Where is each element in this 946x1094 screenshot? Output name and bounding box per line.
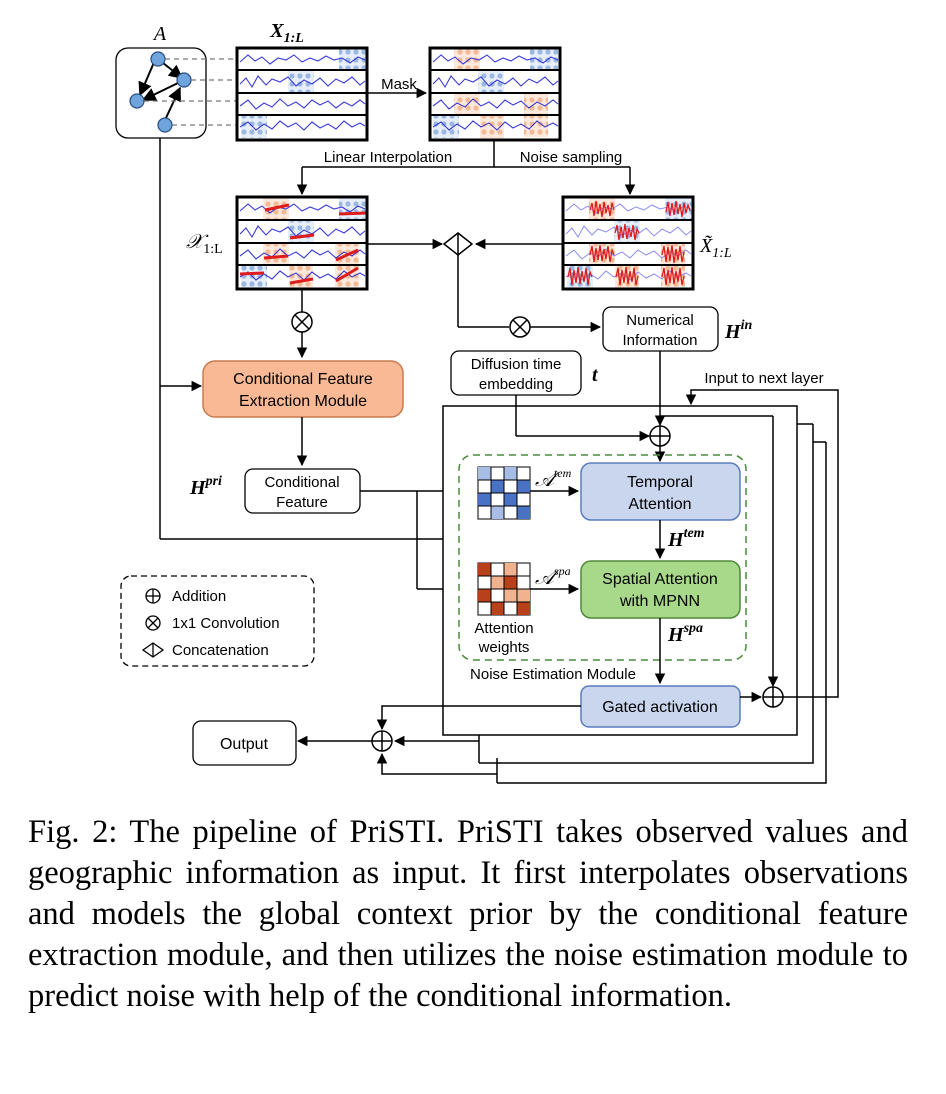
label-x-tilde: X̃1:L xyxy=(699,234,732,261)
graph-node xyxy=(157,117,173,133)
label-noise-sampling: Noise sampling xyxy=(520,149,623,166)
label-a: A xyxy=(152,23,167,45)
conditional-feature-box: Conditional Feature xyxy=(244,468,361,514)
caption-text: The pipeline of PriSTI. PriSTI takes obs… xyxy=(28,814,908,1014)
svg-text:with MPNN: with MPNN xyxy=(619,593,700,610)
panel-x-observed: X1:L xyxy=(235,20,369,142)
spatial-attention-matrix xyxy=(477,562,531,616)
legend: Addition 1x1 Convolution Concatenation xyxy=(120,575,315,667)
figure-caption: Fig. 2: The pipeline of PriSTI. PriSTI t… xyxy=(28,812,908,1017)
conv-symbol xyxy=(291,311,313,333)
diffusion-time-embedding-box: Diffusion time embedding xyxy=(450,350,582,396)
addition-symbol xyxy=(762,686,784,708)
label-h-spa: Hspa xyxy=(667,621,703,646)
label-cal-x: 𝒳1:L xyxy=(186,231,223,257)
conditional-feature-extraction-module: Conditional Feature Extraction Module xyxy=(202,360,404,418)
addition-symbol xyxy=(371,730,393,752)
graph-node xyxy=(176,72,192,88)
label-h-tem: Htem xyxy=(667,526,705,551)
label-attention-weights-2: weights xyxy=(478,639,530,656)
svg-text:embedding: embedding xyxy=(479,376,553,393)
graph-box xyxy=(115,47,207,139)
label-h-pri: Hpri xyxy=(189,474,222,499)
label-x: X1:L xyxy=(269,20,304,46)
svg-text:Temporal: Temporal xyxy=(627,474,693,491)
graph-a: A xyxy=(115,23,237,139)
concat-symbol xyxy=(442,232,474,256)
svg-text:Extraction Module: Extraction Module xyxy=(239,393,367,410)
legend-conv-label: 1x1 Convolution xyxy=(172,615,280,632)
svg-text:Attention: Attention xyxy=(628,496,691,513)
label-linear-interpolation: Linear Interpolation xyxy=(324,149,452,166)
svg-text:Information: Information xyxy=(622,332,697,349)
graph-node xyxy=(129,93,145,109)
svg-text:Gated activation: Gated activation xyxy=(602,699,718,716)
panel-x-interpolated: 𝒳1:L xyxy=(186,195,369,291)
svg-text:Diffusion time: Diffusion time xyxy=(471,356,562,373)
graph-node xyxy=(150,51,166,67)
svg-text:Feature: Feature xyxy=(276,494,328,511)
temporal-attention-box: Temporal Attention xyxy=(580,462,741,521)
panel-x-masked xyxy=(428,46,562,142)
caption-label: Fig. 2: xyxy=(28,814,118,850)
svg-text:Conditional: Conditional xyxy=(264,474,339,491)
pipeline-diagram: A X1:L Mask xyxy=(115,20,839,784)
legend-concat-label: Concatenation xyxy=(172,642,269,659)
label-attention-weights-1: Attention xyxy=(474,620,533,637)
label-noise-estimation-module: Noise Estimation Module xyxy=(470,666,636,683)
gated-activation-box: Gated activation xyxy=(580,685,741,728)
label-a-tem: 𝒜tem xyxy=(535,466,572,491)
label-h-in: Hin xyxy=(724,318,752,343)
conv-symbol xyxy=(509,316,531,338)
label-input-next-layer: Input to next layer xyxy=(704,370,823,387)
panel-x-noisy: X̃1:L xyxy=(561,195,732,291)
svg-text:Output: Output xyxy=(220,736,269,753)
addition-symbol xyxy=(649,425,671,447)
legend-addition-label: Addition xyxy=(172,588,226,605)
label-t: t xyxy=(592,364,599,386)
svg-text:Spatial Attention: Spatial Attention xyxy=(602,571,718,588)
spatial-attention-box: Spatial Attention with MPNN xyxy=(580,560,741,619)
label-mask: Mask xyxy=(381,76,417,93)
label-a-spa: 𝒜spa xyxy=(535,564,571,589)
svg-text:Conditional Feature: Conditional Feature xyxy=(233,371,373,388)
svg-text:Numerical: Numerical xyxy=(626,312,694,329)
numerical-information-box: Numerical Information xyxy=(602,306,719,352)
output-box: Output xyxy=(192,720,297,766)
temporal-attention-matrix xyxy=(477,466,531,520)
